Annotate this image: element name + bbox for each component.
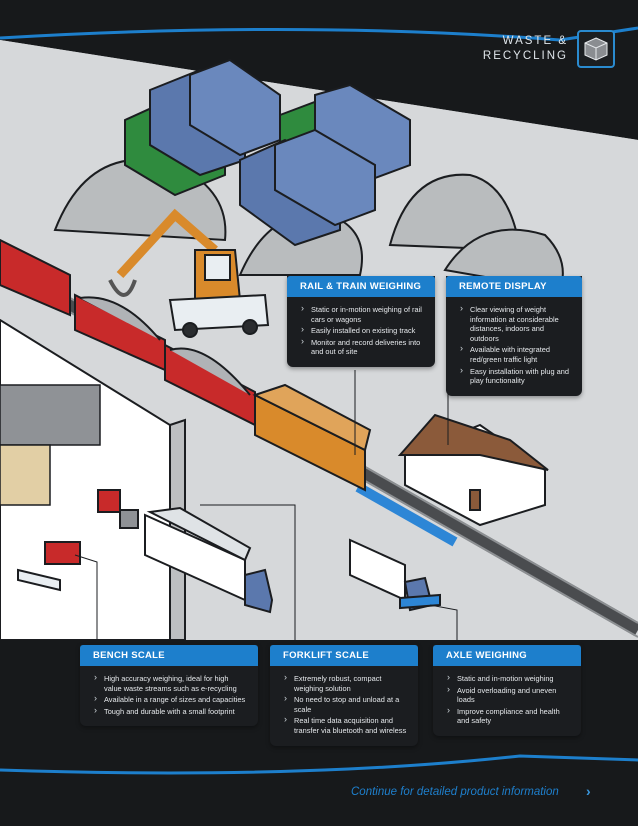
axle-weighing-card: AXLE WEIGHING Static and in-motion weigh… <box>433 645 581 736</box>
bullet: Tough and durable with a small footprint <box>94 706 248 717</box>
footer-swoosh <box>0 754 638 775</box>
card-bullets: High accuracy weighing, ideal for high v… <box>80 666 258 726</box>
bullet: Static or in-motion weighing of rail car… <box>301 304 425 324</box>
connector-lines <box>74 370 458 645</box>
card-title: FORKLIFT SCALE <box>270 645 418 666</box>
bullet: Improve compliance and health and safety <box>447 706 571 726</box>
bullet: High accuracy weighing, ideal for high v… <box>94 673 248 693</box>
bullet: Clear viewing of weight information at c… <box>460 304 572 343</box>
card-bullets: Extremely robust, compact weighing solut… <box>270 666 418 746</box>
card-bullets: Clear viewing of weight information at c… <box>446 297 582 396</box>
containers <box>124 58 411 247</box>
bench-scale-card: BENCH SCALE High accuracy weighing, idea… <box>80 645 258 727</box>
bullet: Available with integrated red/green traf… <box>460 344 572 364</box>
card-title: BENCH SCALE <box>80 645 258 666</box>
train <box>0 238 372 492</box>
card-title: AXLE WEIGHING <box>433 645 581 666</box>
brand-line-1: WASTE & <box>502 35 568 47</box>
forklift-scale-card: FORKLIFT SCALE Extremely robust, compact… <box>270 645 418 746</box>
card-title: RAIL & TRAIN WEIGHING <box>287 276 435 297</box>
bullet: Easily installed on existing track <box>301 325 425 336</box>
remote-display-card: REMOTE DISPLAY Clear viewing of weight i… <box>446 276 582 396</box>
forklift <box>97 489 139 529</box>
excavator <box>108 208 270 338</box>
card-bullets: Static or in-motion weighing of rail car… <box>287 297 435 367</box>
bullet: Static and in-motion weighing <box>447 673 571 684</box>
header-swoosh <box>0 26 638 42</box>
bullet: Easy installation with plug and play fun… <box>460 366 572 386</box>
trucks <box>144 506 441 614</box>
card-bullets: Static and in-motion weighing Avoid over… <box>433 666 581 736</box>
warehouse <box>0 318 186 641</box>
bullet: Avoid overloading and uneven loads <box>447 685 571 705</box>
brand-line-2: RECYCLING <box>482 50 568 62</box>
bullet: Extremely robust, compact weighing solut… <box>284 673 408 693</box>
brand-title: WASTE & RECYCLING <box>483 34 568 64</box>
bullet: Monitor and record deliveries into and o… <box>301 337 425 357</box>
bullet: Real time data acquisition and transfer … <box>284 715 408 735</box>
bullet: No need to stop and unload at a scale <box>284 694 408 714</box>
continue-link[interactable]: Continue for detailed product informatio… <box>351 786 559 798</box>
card-title: REMOTE DISPLAY <box>446 276 582 297</box>
building <box>397 413 549 527</box>
chevron-right-icon[interactable]: › <box>586 783 591 799</box>
rail-train-weighing-card: RAIL & TRAIN WEIGHING Static or in-motio… <box>287 276 435 367</box>
bench-scale <box>17 541 81 592</box>
bullet: Available in a range of sizes and capaci… <box>94 694 248 705</box>
recycling-cube-icon <box>577 30 615 68</box>
